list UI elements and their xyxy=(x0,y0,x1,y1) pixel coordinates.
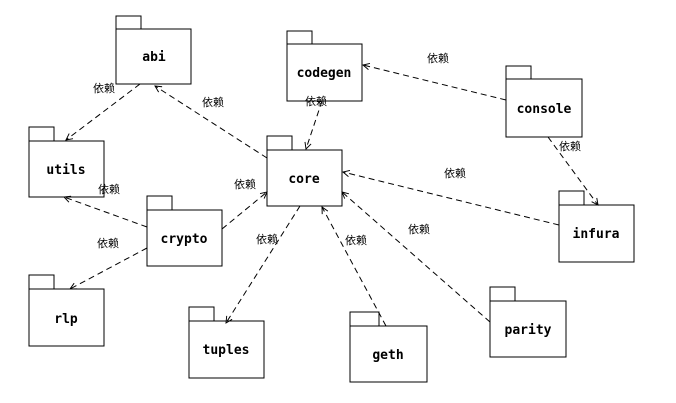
package-geth: geth xyxy=(349,311,428,383)
dependency-crypto-core: 依赖 xyxy=(221,178,267,230)
package-console: console xyxy=(505,65,583,138)
dependency-crypto-rlp: 依赖 xyxy=(70,237,148,289)
package-codegen: codegen xyxy=(286,30,363,102)
package-label-rlp: rlp xyxy=(54,312,78,327)
dependency-label: 依赖 xyxy=(345,234,367,247)
dependency-label: 依赖 xyxy=(559,140,581,153)
package-label-codegen: codegen xyxy=(297,66,352,81)
dependency-core-abi: 依赖 xyxy=(155,86,268,159)
dependency-geth-core: 依赖 xyxy=(322,207,387,327)
dependency-label: 依赖 xyxy=(427,52,449,65)
dependency-label: 依赖 xyxy=(234,178,256,191)
dependency-crypto-utils: 依赖 xyxy=(64,183,148,228)
package-rlp: rlp xyxy=(28,274,105,347)
package-label-console: console xyxy=(517,102,572,117)
dependency-console-infura: 依赖 xyxy=(547,136,598,205)
dependency-core-tuples: 依赖 xyxy=(226,205,301,323)
package-tuples: tuples xyxy=(188,306,265,379)
package-label-core: core xyxy=(288,172,319,187)
dependency-label: 依赖 xyxy=(444,167,466,180)
package-label-utils: utils xyxy=(46,163,85,178)
package-label-infura: infura xyxy=(573,227,620,242)
package-core: core xyxy=(266,135,343,207)
package-label-crypto: crypto xyxy=(161,232,208,247)
dependency-label: 依赖 xyxy=(305,95,327,108)
package-label-geth: geth xyxy=(372,348,403,363)
dependency-label: 依赖 xyxy=(98,183,120,196)
package-label-abi: abi xyxy=(142,50,166,65)
dependency-label: 依赖 xyxy=(93,82,115,95)
package-abi: abi xyxy=(115,15,192,85)
dependency-label: 依赖 xyxy=(256,233,278,246)
dependency-label: 依赖 xyxy=(202,96,224,109)
dependency-label: 依赖 xyxy=(408,223,430,236)
package-parity: parity xyxy=(489,286,567,358)
package-utils: utils xyxy=(28,126,105,198)
package-label-parity: parity xyxy=(505,323,552,338)
dependency-infura-core: 依赖 xyxy=(343,167,560,226)
package-infura: infura xyxy=(558,190,635,263)
package-crypto: crypto xyxy=(146,195,223,267)
dependency-abi-utils: 依赖 xyxy=(66,82,141,140)
dependency-parity-core: 依赖 xyxy=(342,192,491,323)
package-label-tuples: tuples xyxy=(203,343,250,358)
dependency-codegen-core: 依赖 xyxy=(305,95,327,149)
dependency-label: 依赖 xyxy=(97,237,119,250)
dependency-console-codegen: 依赖 xyxy=(363,52,507,101)
